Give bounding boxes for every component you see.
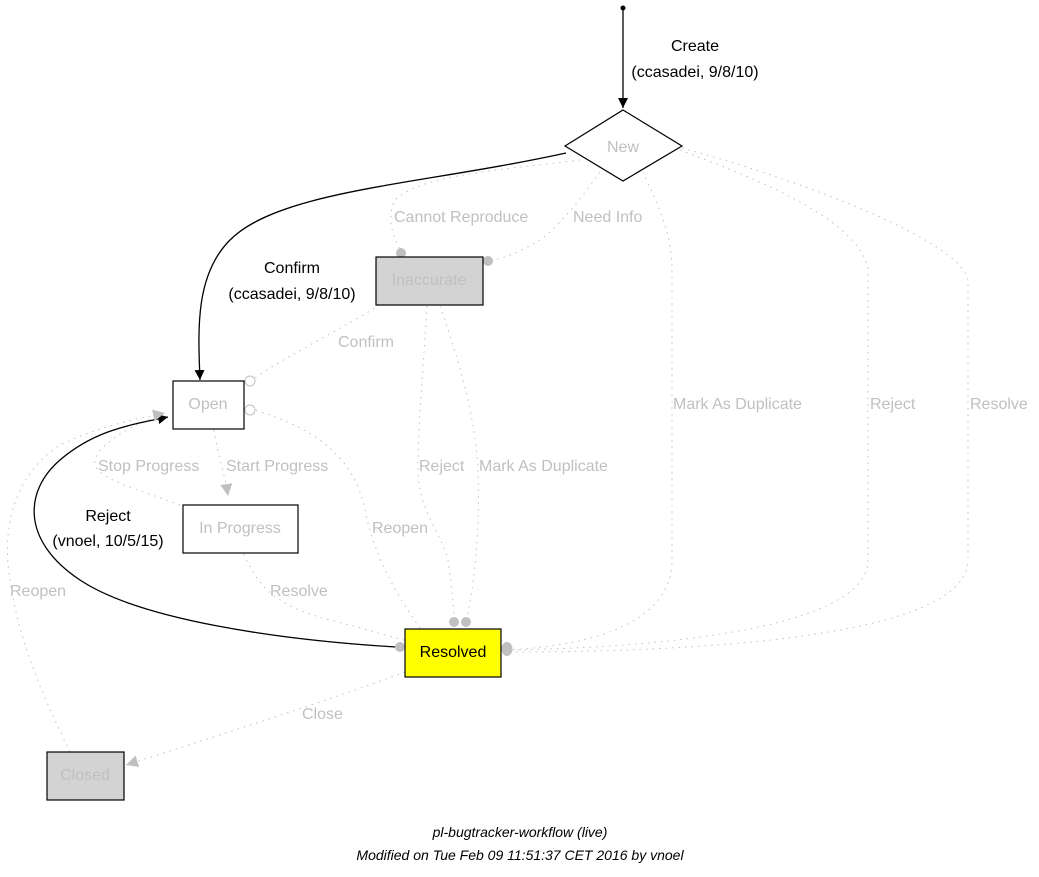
edge-new-resolved-heads [501,642,513,656]
edge-resolve-progress-label: Resolve [270,583,328,600]
edge-confirm-inaccurate-open[interactable] [254,304,381,379]
node-resolved[interactable]: Resolved [404,628,502,678]
node-inaccurate[interactable]: Inaccurate [375,256,484,306]
edge-reopen-closed[interactable] [6,409,166,753]
edge-cannot-reproduce-label: Cannot Reproduce [394,209,528,226]
edge-close[interactable] [125,671,406,768]
edge-reject-resolved-tail [395,642,405,652]
diagram-subtitle: Modified on Tue Feb 09 11:51:37 CET 2016… [356,847,684,863]
edge-reopen-resolved-label: Reopen [372,520,428,537]
edge-close-label: Close [302,706,343,723]
edge-mark-duplicate-new-label: Mark As Duplicate [673,396,802,413]
node-inaccurate-label: Inaccurate [392,272,467,289]
edge-confirm-inaccurate-label: Confirm [338,334,394,351]
edge-cannot-reproduce-head [396,248,406,258]
edge-confirm-new-detail: (ccasadei, 9/8/10) [228,286,355,303]
edge-reopen-resolved-head [244,404,256,416]
edge-need-info[interactable] [489,171,601,262]
edge-reopen-resolved[interactable] [254,409,421,629]
edge-stop-progress-label: Stop Progress [98,458,199,475]
node-open-label: Open [188,396,227,413]
edge-mark-duplicate-new[interactable] [507,171,673,651]
edge-confirm-new-open[interactable] [194,152,567,381]
edge-reject-new-label: Reject [870,396,916,413]
edge-mark-duplicate-inaccurate[interactable] [439,305,479,618]
edge-need-info-head [483,256,493,266]
edge-reject-inaccurate-head [449,617,459,627]
node-in-progress[interactable]: In Progress [182,504,299,554]
node-new-label: New [607,139,639,156]
node-closed[interactable]: Closed [46,751,125,801]
edge-confirm-new-label: Confirm [264,260,320,277]
edge-reject-new[interactable] [507,149,869,651]
edge-reject-resolved-label: Reject [85,508,131,525]
edge-confirm-inaccurate-head [244,375,256,387]
edge-reject-inaccurate[interactable] [417,305,455,618]
edge-mark-duplicate-inaccurate-label: Mark As Duplicate [479,458,608,475]
edge-reject-resolved-detail: (vnoel, 10/5/15) [52,533,163,550]
edge-create-label: Create [671,38,719,55]
node-closed-label: Closed [60,767,110,784]
edge-resolve-new-label: Resolve [970,396,1028,413]
node-open[interactable]: Open [172,380,245,430]
edge-create-detail: (ccasadei, 9/8/10) [631,64,758,81]
edge-start-progress-label: Start Progress [226,458,328,475]
node-in-progress-label: In Progress [199,520,281,537]
diagram-title: pl-bugtracker-workflow (live) [432,824,608,840]
edge-cannot-reproduce[interactable] [390,159,581,253]
edge-reject-resolved-open[interactable] [33,414,397,648]
edge-reopen-closed-label: Reopen [10,583,66,600]
node-resolved-label: Resolved [420,644,487,661]
edge-need-info-label: Need Info [573,209,642,226]
edge-reject-inaccurate-label: Reject [419,458,465,475]
edge-mark-duplicate-inaccurate-head [461,617,471,627]
node-new[interactable]: New [563,109,684,182]
edge-start-progress[interactable] [213,429,233,497]
